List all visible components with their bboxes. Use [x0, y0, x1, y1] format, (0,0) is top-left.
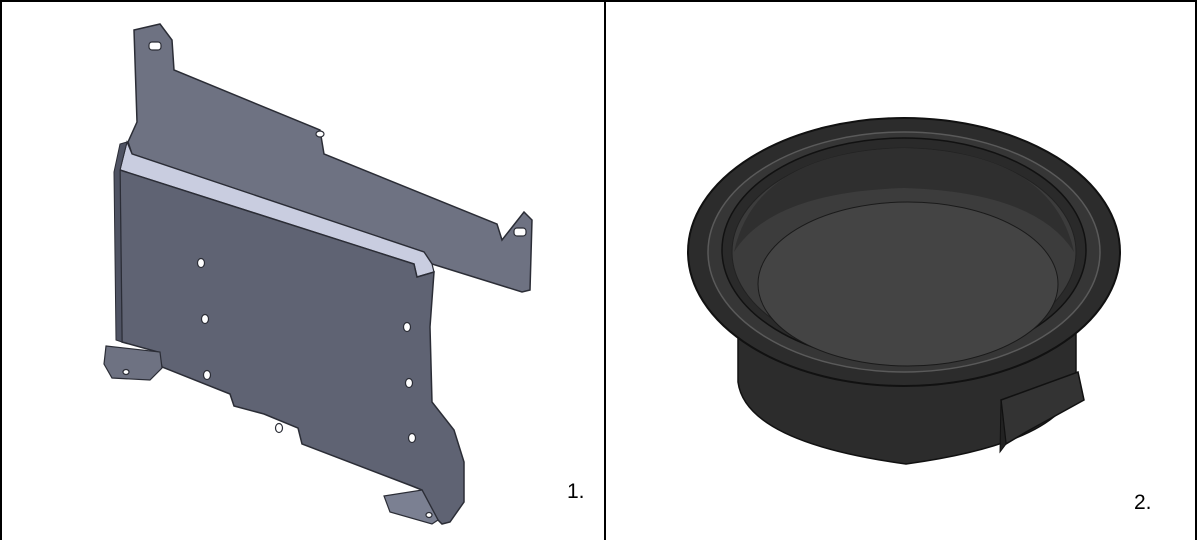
figure-cell-1: 1.	[0, 0, 606, 540]
figure-label-2: 2.	[1134, 491, 1152, 514]
figure-label-1: 1.	[567, 480, 585, 503]
figure-cell-2: 2.	[606, 0, 1197, 540]
sheet-metal-mounting-bracket-icon	[103, 23, 533, 525]
round-grommet-cup-icon	[687, 117, 1121, 465]
